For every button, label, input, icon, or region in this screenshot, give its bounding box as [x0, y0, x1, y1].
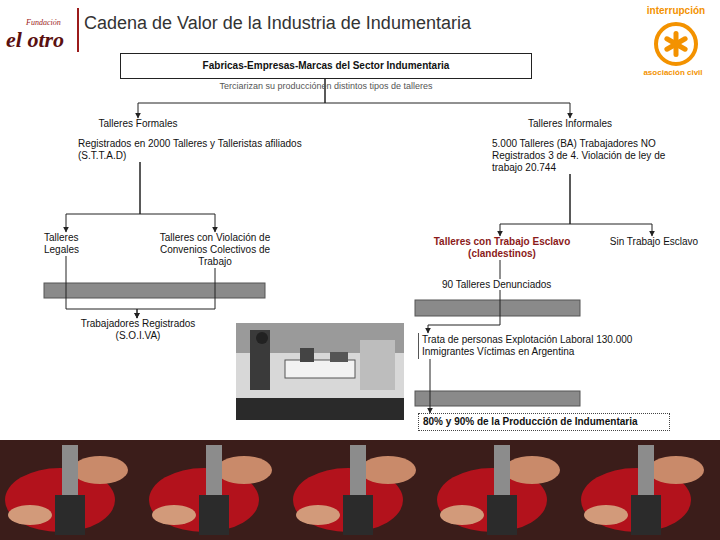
process-box: 80% y 90% de la Producción de Indumentar… [418, 413, 670, 431]
node-text: Talleres Formales [88, 118, 188, 130]
note: 90 Talleres Denunciados [440, 279, 553, 290]
grey-bar [415, 391, 580, 406]
node-text: Talleres con Trabajo Esclavo (clandestin… [422, 236, 582, 260]
connector [570, 174, 652, 236]
connector [428, 260, 500, 333]
connector [140, 162, 215, 232]
connector [430, 359, 431, 413]
workshop-photo [236, 323, 404, 420]
strip-tile [144, 440, 288, 540]
photo-strip [0, 440, 720, 540]
node-text: Talleres Legales [44, 232, 96, 256]
node-text: Sin Trabajo Esclavo [598, 236, 710, 248]
connector [66, 162, 140, 232]
strip-tile [576, 440, 720, 540]
text-node: Talleres con Trabajo Esclavo (clandestin… [422, 236, 582, 260]
node-text: Trata de personas Explotación Laboral 13… [422, 334, 633, 358]
logo-text: asociación civil [628, 68, 718, 77]
connector [66, 256, 137, 318]
node-text: 80% y 90% de la Producción de Indumentar… [423, 416, 665, 428]
strip-tile [0, 440, 144, 540]
node-text: Talleres con Violación de Convenios Cole… [150, 232, 280, 268]
logo-asterisk [663, 31, 688, 57]
node-body: Registrados en 2000 Talleres y Tallerist… [76, 138, 302, 162]
text-node: Talleres Informales 5.000 Talleres (BA) T… [488, 118, 688, 174]
logo-text: Fundación [26, 18, 61, 27]
grey-bar [415, 300, 580, 316]
strip-tile [288, 440, 432, 540]
logo-text: interrupción [638, 5, 714, 16]
text-node: Trabajadores Registrados (S.O.I.VA) [70, 318, 206, 342]
text-node: Trata de personas Explotación Laboral 13… [418, 333, 636, 359]
node-text: Trabajadores Registrados (S.O.I.VA) [70, 318, 206, 342]
text-node: Talleres FormalesRegistrados en 2000 Tal… [76, 118, 302, 162]
strip-tile [432, 440, 576, 540]
node-text: Talleres Informales [520, 118, 620, 130]
logo-ring [656, 24, 696, 64]
title: Cadena de Valor de la Industria de Indum… [84, 13, 471, 34]
connector [137, 268, 215, 318]
node-text: Fabricas-Empresas-Marcas del Sector Indu… [125, 60, 527, 72]
text-node: Sin Trabajo Esclavo [598, 236, 710, 248]
connector [500, 174, 570, 236]
text-node: Talleres Legales [44, 232, 96, 256]
process-box: Fabricas-Empresas-Marcas del Sector Indu… [120, 53, 532, 79]
logo-text: el otro [6, 27, 64, 53]
text-node: Talleres con Violación de Convenios Cole… [150, 232, 280, 268]
grey-bar [44, 283, 265, 298]
node-body: 5.000 Talleres (BA) Trabajadores NO Regi… [488, 138, 688, 174]
note: Terciarizan su producciónen distintos ti… [120, 81, 532, 91]
logo-rule [77, 8, 79, 52]
